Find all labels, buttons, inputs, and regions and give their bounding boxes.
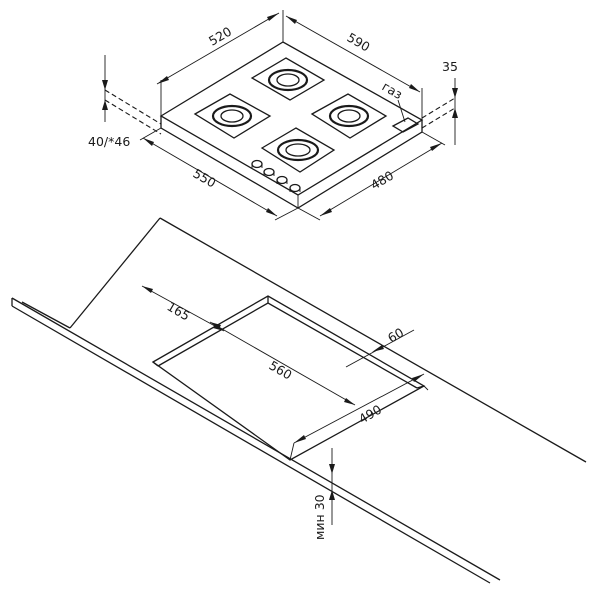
control-knobs [251,159,301,193]
dim-label-165: 165 [165,299,193,324]
dim-min-30 [329,448,335,525]
gas-connector [391,99,420,133]
dim-label-520: 520 [206,24,234,49]
knob-3 [276,175,288,185]
knob-2 [263,167,275,177]
dim-label-40-46: 40/*46 [88,134,130,149]
worktop-back-edge [159,217,587,463]
dim-label-480: 480 [368,168,396,193]
dim-label-490: 490 [356,402,384,427]
burner-left [193,93,272,139]
dim-label-590: 590 [345,30,373,55]
burner-right [310,93,388,139]
dim-590 [285,15,423,120]
dim-550 [139,127,299,221]
dim-label-min-30: мин 30 [312,494,327,540]
dim-560 [209,321,356,406]
worktop-front-edge [11,297,501,581]
dim-label-60: 60 [385,325,406,346]
burner-rear [250,57,326,101]
dim-480 [297,131,446,221]
knob-4 [289,183,301,193]
dim-label-550: 550 [191,166,219,191]
dim-520 [156,10,284,116]
dim-60 [345,329,415,368]
knob-1 [251,159,263,169]
hob-drawing: 520 590 35 газ 40/*46 550 480 [88,10,458,221]
dim-40-46 [102,55,108,122]
dim-490 [289,373,429,461]
burner-front [260,127,336,173]
dim-35 [452,78,458,145]
hob-plate-edge [160,116,423,209]
dim-label-35: 35 [442,59,458,74]
worktop-drawing: 165 560 60 490 мин 30 [11,217,587,584]
dim-label-560: 560 [267,358,295,383]
